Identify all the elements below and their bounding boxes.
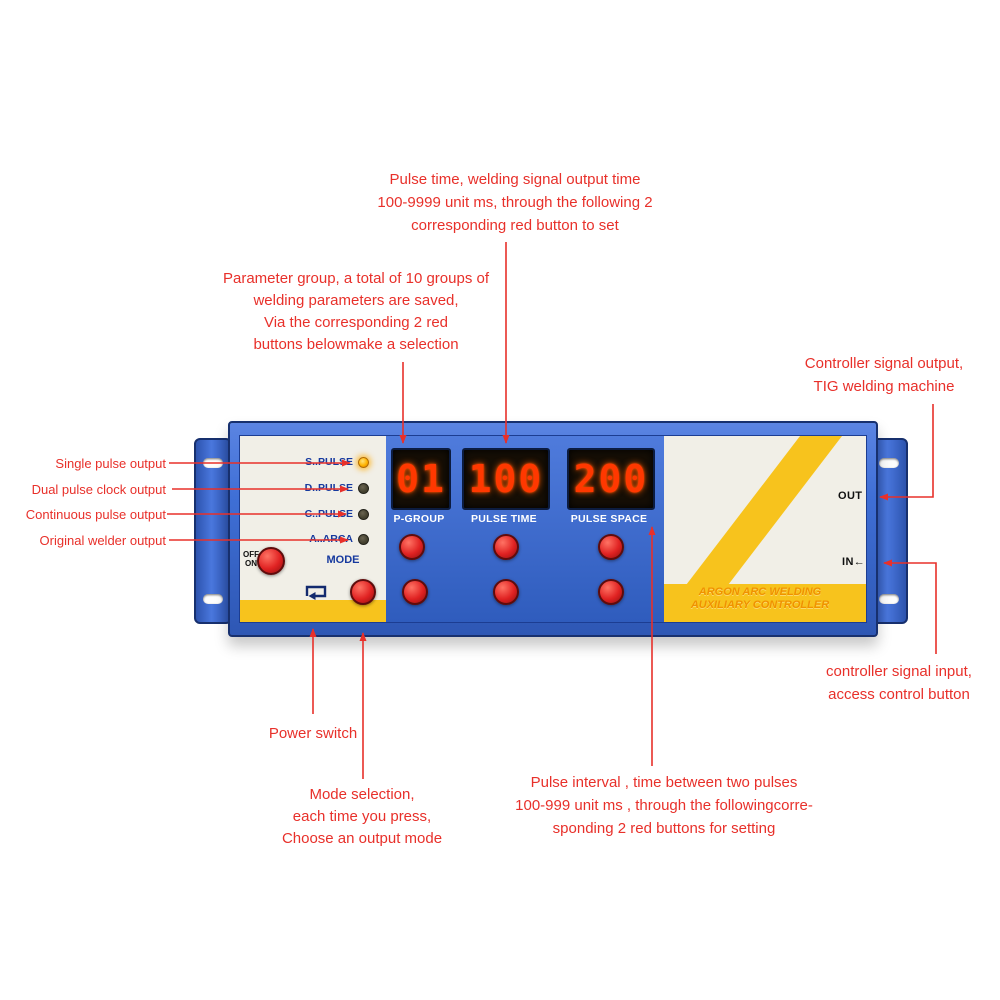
p-group-label: P-GROUP	[393, 513, 445, 525]
display-pulse-space: 200	[567, 448, 655, 510]
annotation-original-welder: Original welder output	[39, 533, 166, 548]
in-label: IN←	[842, 556, 866, 568]
mounting-hole	[203, 594, 223, 604]
pulse-time-up-button[interactable]	[493, 534, 519, 560]
front-panel: OFF ON S..PULSE D..PULSE C..PULSE A..ARC…	[239, 435, 867, 623]
led-single-pulse-icon	[358, 457, 369, 468]
indicator-label-single-pulse: S..PULSE	[305, 456, 353, 468]
annotation-parameter-group: Parameter group, a total of 10 groups of…	[223, 270, 489, 353]
indicator-label-continuous-pulse: C..PULSE	[304, 508, 353, 520]
pulse-space-down-button[interactable]	[598, 579, 624, 605]
pulse-time-label: PULSE TIME	[470, 513, 537, 525]
pulse-space-label: PULSE SPACE	[570, 513, 648, 525]
annotation-controller-input: controller signal input, access control …	[826, 663, 972, 703]
mode-label: MODE	[326, 554, 360, 566]
annotation-pulse-time: Pulse time, welding signal output time 1…	[377, 171, 653, 234]
mounting-hole	[879, 594, 899, 604]
power-switch-label: OFF ON	[243, 550, 259, 568]
annotation-pulse-interval: Pulse interval , time between two pulses…	[515, 774, 813, 837]
brand-text: ARGON ARC WELDING AUXILIARY CONTROLLER	[690, 586, 830, 611]
mode-button[interactable]	[350, 579, 376, 605]
controller-device: OFF ON S..PULSE D..PULSE C..PULSE A..ARC…	[228, 421, 878, 637]
mounting-hole	[879, 458, 899, 468]
display-p-group: 01	[391, 448, 451, 510]
led-dual-pulse-icon	[358, 483, 369, 494]
mounting-ear-left	[194, 438, 232, 624]
annotation-power-switch: Power switch	[268, 725, 358, 742]
indicator-label-dual-pulse: D..PULSE	[304, 482, 353, 494]
p-group-down-button[interactable]	[402, 579, 428, 605]
pulse-time-down-button[interactable]	[493, 579, 519, 605]
display-pulse-time: 100	[462, 448, 550, 510]
annotation-continuous-pulse: Continuous pulse output	[25, 507, 166, 522]
panel-yellow-stripe-left	[240, 600, 386, 622]
mode-cycle-icon	[302, 581, 330, 601]
annotation-controller-output: Controller signal output, TIG welding ma…	[804, 355, 964, 395]
indicator-label-arc: A..ARCA	[309, 533, 353, 545]
annotation-single-pulse: Single pulse output	[55, 456, 166, 471]
annotation-dual-pulse: Dual pulse clock output	[31, 482, 166, 497]
p-group-up-button[interactable]	[399, 534, 425, 560]
led-continuous-pulse-icon	[358, 509, 369, 520]
out-label: OUT	[838, 490, 863, 502]
annotation-mode-selection: Mode selection, each time you press, Cho…	[281, 786, 443, 847]
pulse-space-up-button[interactable]	[598, 534, 624, 560]
led-arc-icon	[358, 534, 369, 545]
power-button[interactable]	[257, 547, 285, 575]
mounting-hole	[203, 458, 223, 468]
